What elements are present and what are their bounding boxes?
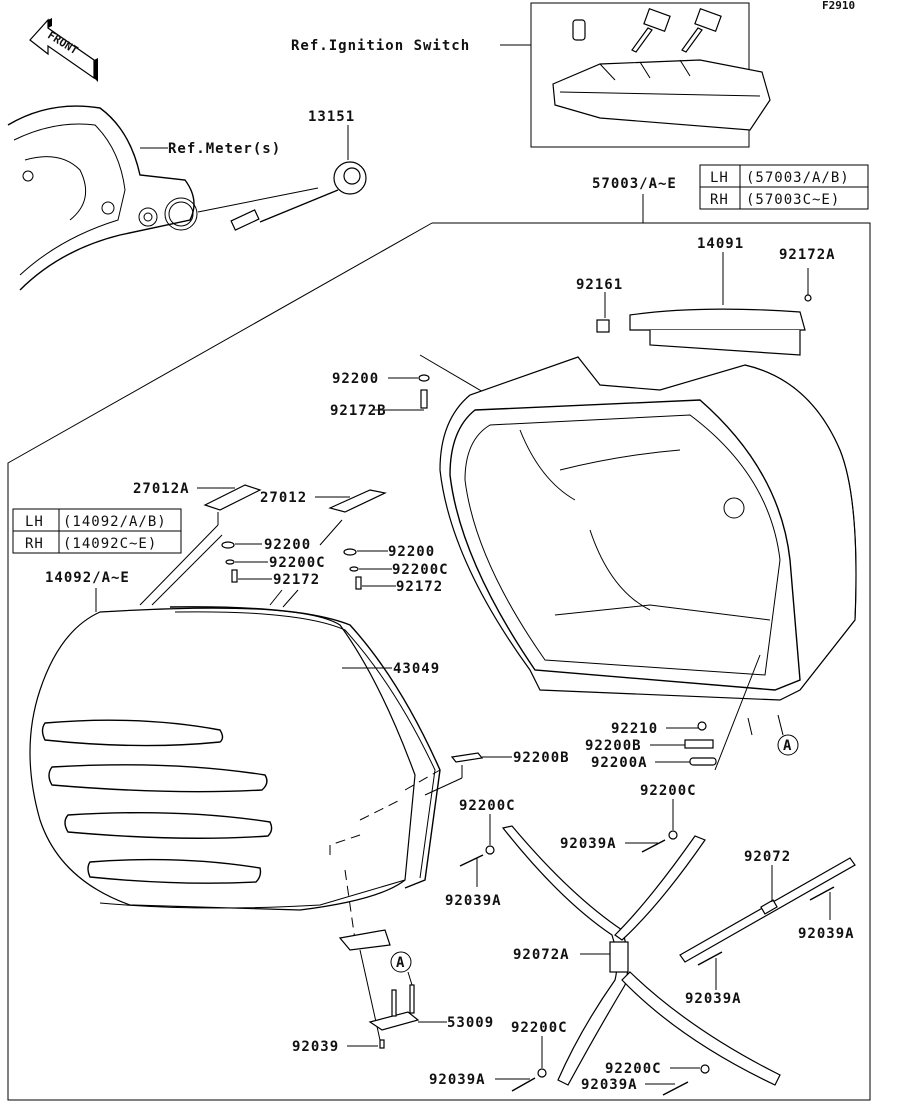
part-label-92200B: 92200B (513, 750, 570, 766)
ref-ignition-switch-label: Ref.Ignition Switch (291, 38, 470, 54)
lid-table-value: (14092/A/B) (63, 514, 167, 530)
part-label-13151: 13151 (308, 109, 355, 125)
part-label-92200C: 92200C (605, 1061, 662, 1077)
part-label-92200: 92200 (332, 371, 379, 387)
case-table-side: LH (710, 170, 729, 186)
part-label-92039A: 92039A (429, 1072, 486, 1088)
case-table-value: (57003/A/B) (746, 170, 850, 186)
ref-meter-label: Ref.Meter(s) (168, 141, 281, 157)
part-label-92039A: 92039A (685, 991, 742, 1007)
fasteners-group-d: 92039A (685, 951, 742, 1007)
lid-table-value: (14092C~E) (63, 536, 157, 552)
saddlebag-case-57003 (439, 356, 857, 701)
part-label-27012: 27012 (260, 490, 307, 506)
case-group-frame (432, 222, 871, 1030)
ignition-unit-icon (552, 59, 771, 131)
marker-a: A (396, 955, 405, 971)
part-label-92039A: 92039A (581, 1077, 638, 1093)
socket-13151: 13151 (197, 109, 367, 231)
fasteners-group-f: 92200C 92039A (581, 1061, 710, 1096)
part-label-92172: 92172 (273, 572, 320, 588)
part-label-92072A: 92072A (513, 947, 570, 963)
part-label-92200C: 92200C (392, 562, 449, 578)
key-icon (681, 7, 722, 53)
lid-table-side: LH (25, 514, 44, 530)
fasteners-case-bottom: 92210 92200B 92200A A (585, 654, 799, 771)
bracket-53009: A 53009 92039 (292, 929, 494, 1055)
part-label-92039A: 92039A (798, 926, 855, 942)
vent-slot-icon (41, 719, 224, 747)
part-label-57003: 57003/A~E (592, 176, 677, 192)
lock-cylinder-icon (572, 19, 586, 41)
part-label-92200B: 92200B (585, 738, 642, 754)
vent-slot-icon (87, 858, 262, 884)
fasteners-group-b: 92200C 92039A (560, 783, 697, 853)
part-label-92039A: 92039A (560, 836, 617, 852)
part-label-92172B: 92172B (330, 403, 387, 419)
part-label-92161: 92161 (576, 277, 623, 293)
part-label-92172A: 92172A (779, 247, 836, 263)
ignition-switch-reference: Ref.Ignition Switch (291, 2, 771, 148)
fasteners-group-e: 92200C 92039A (429, 1020, 568, 1092)
part-label-92210: 92210 (611, 721, 658, 737)
part-label-92200C: 92200C (459, 798, 516, 814)
lid-table-side: RH (25, 536, 44, 552)
figure-id: F2910 (822, 0, 855, 12)
part-label-14092: 14092/A~E (45, 570, 130, 586)
vent-slot-icon (48, 764, 268, 793)
part-label-92200: 92200 (388, 544, 435, 560)
case-assembly-table: 57003/A~E LH (57003/A/B) RH (57003C~E) (592, 164, 869, 223)
buckle-icon (609, 941, 629, 973)
case-table-value: (57003C~E) (746, 192, 840, 208)
part-label-53009: 53009 (447, 1015, 494, 1031)
fasteners-top: 92200 92172B (330, 354, 566, 441)
hinge-plates: 27012A 27012 92200 92200C 92172 92200 92… (133, 481, 449, 608)
part-label-92200C: 92200C (269, 555, 326, 571)
meter-reference: Ref.Meter(s) (7, 105, 281, 291)
part-label-92039A: 92039A (445, 893, 502, 909)
key-icon (631, 7, 671, 53)
part-label-92200C: 92200C (640, 783, 697, 799)
part-label-92039: 92039 (292, 1039, 339, 1055)
fastener-92200B-left: 92200B (424, 750, 570, 796)
part-label-14091: 14091 (697, 236, 744, 252)
lamp-14091: 14091 92172A 92161 (576, 236, 836, 356)
buckle-icon (760, 899, 778, 915)
part-label-92200: 92200 (264, 537, 311, 553)
front-arrow-icon: FRONT (29, 18, 98, 82)
strap-92072A: 92072A (501, 825, 781, 1086)
lid-table: LH (14092/A/B) RH (14092C~E) 14092/A~E (12, 508, 182, 612)
strap-92072: 92072 (679, 849, 856, 963)
marker-a: A (783, 738, 792, 754)
part-label-43049: 43049 (393, 661, 440, 677)
case-table-side: RH (710, 192, 729, 208)
part-label-92200C: 92200C (511, 1020, 568, 1036)
part-label-92200A: 92200A (591, 755, 648, 771)
lid-group-frame (7, 222, 871, 1101)
part-label-92072: 92072 (744, 849, 791, 865)
fasteners-group-c: 92039A (798, 886, 855, 942)
saddlebag-lid-14092: 43049 (29, 606, 441, 941)
vent-slot-icon (64, 811, 273, 839)
fasteners-group-a: 92200C 92039A (445, 798, 516, 909)
part-label-27012A: 27012A (133, 481, 190, 497)
part-label-92172: 92172 (396, 579, 443, 595)
